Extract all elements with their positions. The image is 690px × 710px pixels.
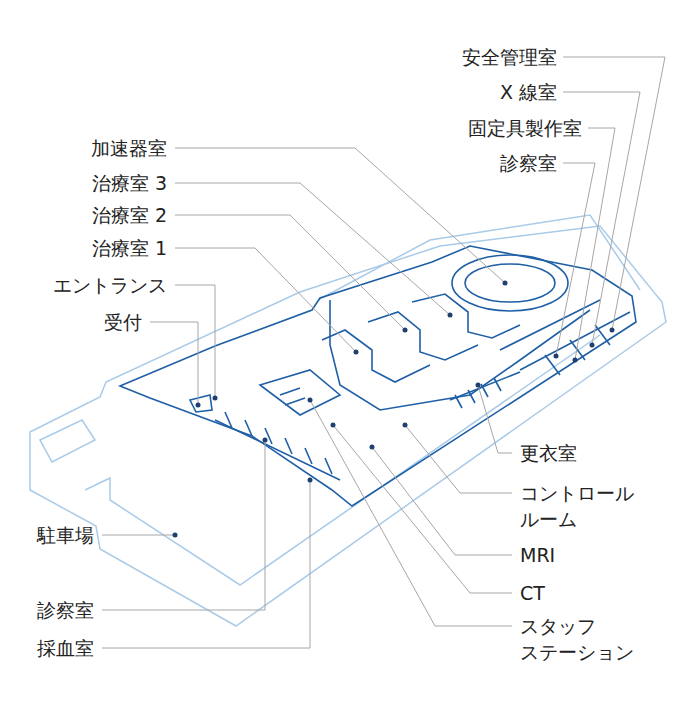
room-label: 治療室 2 <box>92 202 167 228</box>
leader-line <box>563 57 665 330</box>
accelerator-ring <box>452 255 568 311</box>
leader-dot <box>308 398 313 403</box>
room-label: 診察室 <box>500 150 557 176</box>
treatment-room-wall <box>368 312 478 360</box>
accelerator-core <box>465 264 555 302</box>
room-label: 安全管理室 <box>462 44 557 70</box>
outbuilding <box>40 420 95 462</box>
room-label: 診察室 <box>37 597 94 623</box>
building-outline <box>120 246 636 506</box>
leader-dot <box>370 445 375 450</box>
leader-line <box>175 285 215 398</box>
room-label: 駐車場 <box>37 522 94 548</box>
site-outline <box>30 215 666 626</box>
room-label: コントロール ルーム <box>520 480 670 532</box>
treatment-room-wall <box>412 294 520 338</box>
leader-line <box>333 425 512 593</box>
leader-line <box>102 535 175 536</box>
leader-dot <box>403 423 408 428</box>
leader-dot <box>503 281 508 286</box>
parking-line <box>85 335 600 585</box>
leader-line <box>175 183 450 315</box>
room-label: 更衣室 <box>520 440 577 466</box>
leader-line <box>478 385 512 453</box>
room-label: MRI <box>520 542 555 568</box>
room-label: エントランス <box>53 272 167 298</box>
leader-dot <box>308 478 313 483</box>
leader-line <box>175 215 405 330</box>
leader-line <box>102 440 265 610</box>
room-label: スタッフ ステーション <box>520 613 670 665</box>
room-label: 治療室 1 <box>92 235 167 261</box>
locker-room-wall <box>450 372 520 408</box>
leader-dot <box>448 313 453 318</box>
treatment-room-wall <box>322 330 430 382</box>
exam-room-wall <box>215 412 340 480</box>
room-label: 採血室 <box>37 635 94 661</box>
leader-line <box>102 480 310 648</box>
leader-dot <box>213 396 218 401</box>
leader-dot <box>554 354 559 359</box>
room-label: CT <box>520 580 545 606</box>
leader-dot <box>610 328 615 333</box>
room-label: 受付 <box>104 309 142 335</box>
corridor-wall <box>330 300 590 410</box>
leader-dot <box>573 358 578 363</box>
leader-dot <box>590 343 595 348</box>
room-label: 固定具製作室 <box>468 115 582 141</box>
reception-desk <box>190 395 212 412</box>
room-label: 治療室 3 <box>92 170 167 196</box>
leader-line <box>310 400 512 626</box>
leader-lines <box>102 57 665 648</box>
leader-dot <box>173 533 178 538</box>
building-plan <box>120 246 636 506</box>
leader-dot <box>354 350 359 355</box>
leader-line <box>175 248 356 352</box>
room-label: X 線室 <box>500 79 557 105</box>
leader-dot <box>403 328 408 333</box>
upper-boundary <box>318 215 640 300</box>
leader-dot <box>476 383 481 388</box>
leader-dot <box>196 403 201 408</box>
room-label: 加速器室 <box>91 135 167 161</box>
staff-area-wall <box>260 370 340 415</box>
leader-line <box>556 163 595 356</box>
leader-line <box>405 425 512 493</box>
leader-line <box>150 322 198 405</box>
leader-dot <box>263 438 268 443</box>
leader-dot <box>331 423 336 428</box>
leader-line <box>372 447 512 555</box>
